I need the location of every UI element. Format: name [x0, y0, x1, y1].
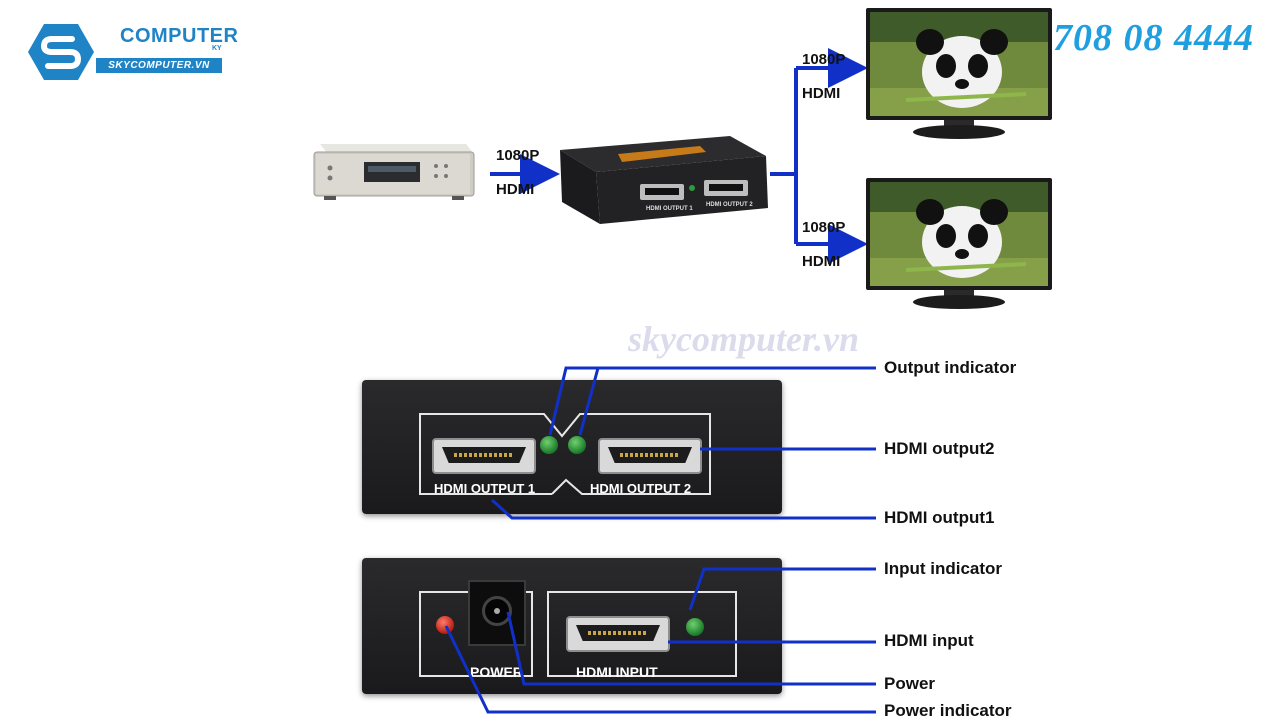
input-interface-label: HDMI	[496, 181, 535, 198]
splitter-port1-label: HDMI OUTPUT 1	[646, 206, 693, 212]
monitor-top-icon	[866, 8, 1052, 139]
splitter-body-icon	[560, 136, 768, 224]
callout-line-output-indicator-1	[548, 366, 876, 436]
logo-mark-icon	[28, 24, 94, 80]
callout-hdmi-input: HDMI input	[884, 631, 974, 650]
output-top-resolution: 1080P	[802, 51, 846, 68]
output2-indicator-led	[568, 436, 586, 454]
monitor-bottom-icon	[866, 178, 1052, 309]
source-player-icon	[313, 144, 475, 200]
power-indicator-led	[436, 616, 454, 634]
phone-number: 0708 08 4444	[1033, 17, 1254, 59]
callout-line-input-indicator	[688, 567, 876, 611]
back-panel: POWER HDMI INPUT	[362, 558, 782, 694]
callout-output-indicator: Output indicator	[884, 358, 1017, 377]
front-port2-label: HDMI OUTPUT 2	[590, 481, 692, 496]
splitter-device: HDMI OUTPUT 1 HDMI OUTPUT 2	[560, 132, 770, 228]
callout-power-indicator: Power indicator	[884, 701, 1012, 720]
callout-line-power-indicator	[444, 625, 876, 714]
callout-power: Power	[884, 674, 936, 693]
front-panel: HDMI OUTPUT 1 HDMI OUTPUT 2	[362, 380, 782, 514]
output-bottom-interface: HDMI	[802, 253, 841, 270]
input-resolution-label: 1080P	[496, 147, 540, 164]
hdmi-input-label: HDMI INPUT	[576, 664, 658, 680]
output-bottom-resolution: 1080P	[802, 219, 846, 236]
output-top-interface: HDMI	[802, 85, 841, 102]
callout-hdmi-output2: HDMI output2	[884, 439, 995, 458]
callout-line-output-indicator-2	[578, 367, 600, 436]
callout-line-hdmi-output1	[490, 498, 876, 520]
front-port1-label: HDMI OUTPUT 1	[434, 481, 536, 496]
callout-hdmi-output1: HDMI output1	[884, 508, 995, 527]
front-panel-frame	[419, 413, 711, 495]
power-label: POWER	[470, 664, 523, 680]
logo-suffix: KY	[212, 45, 222, 52]
logo-tagline: SKYCOMPUTER.VN	[96, 58, 222, 73]
brand-logo: COMPUTER KY SKYCOMPUTER.VN	[28, 22, 238, 82]
hdmi-input-port	[566, 616, 670, 652]
callout-lines	[444, 366, 876, 714]
input-indicator-led	[686, 618, 704, 636]
callout-input-indicator: Input indicator	[884, 559, 1003, 578]
hdmi-output2-port	[598, 438, 702, 474]
hdmi-output1-port	[432, 438, 536, 474]
signal-flow-lines	[490, 48, 868, 264]
power-jack	[468, 580, 526, 646]
logo-name: COMPUTER	[120, 25, 239, 47]
callout-line-power	[506, 611, 876, 686]
splitter-port2-label: HDMI OUTPUT 2	[706, 202, 753, 208]
watermark-text: skycomputer.vn	[628, 319, 859, 359]
output1-indicator-led	[540, 436, 558, 454]
